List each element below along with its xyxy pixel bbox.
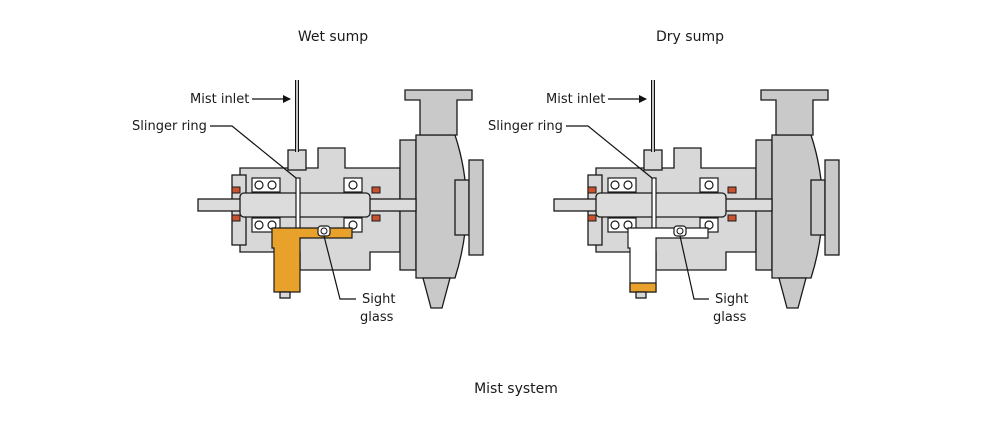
seal <box>231 186 241 194</box>
seal <box>727 214 737 222</box>
shaft-sleeve <box>595 192 727 218</box>
sight-glass-label-line1: Sight <box>715 292 748 307</box>
seal <box>231 214 241 222</box>
suction-flange-face <box>824 159 840 256</box>
pump-assembly <box>553 89 840 309</box>
suction-flange-face <box>468 159 484 256</box>
discharge-nozzle <box>760 89 829 136</box>
suction-flange <box>454 179 470 236</box>
drain-plug <box>279 291 291 299</box>
seal <box>371 214 381 222</box>
sight-glass-circle <box>676 227 684 235</box>
dry-sump-title: Dry sump <box>656 29 724 45</box>
drain-plug <box>635 291 647 299</box>
shaft-sleeve <box>239 192 371 218</box>
pump-assembly <box>197 89 484 309</box>
sight-glass-label-line2: glass <box>713 310 747 325</box>
oil-sump <box>627 225 709 299</box>
mist-inlet-label: Mist inlet <box>190 92 249 107</box>
wet-sump-title: Wet sump <box>298 29 368 45</box>
sight-glass-circle <box>320 227 328 235</box>
dry-sump-panel: Dry sump <box>488 29 840 325</box>
sight-glass-label-line1: Sight <box>362 292 395 307</box>
inlet-fitting <box>287 149 307 171</box>
seal <box>587 186 597 194</box>
figure-caption: Mist system <box>474 381 558 397</box>
discharge-nozzle <box>404 89 473 136</box>
oil-level <box>629 282 657 293</box>
casing-foot <box>778 277 807 309</box>
slinger-ring-label: Slinger ring <box>488 119 563 134</box>
casing-foot <box>422 277 451 309</box>
wet-sump-panel: Wet sump <box>132 29 484 325</box>
sight-glass-label-line2: glass <box>360 310 394 325</box>
mist-inlet-label: Mist inlet <box>546 92 605 107</box>
oil-reservoir <box>271 227 353 293</box>
seal <box>371 186 381 194</box>
seal <box>727 186 737 194</box>
inlet-fitting <box>643 149 663 171</box>
seal <box>587 214 597 222</box>
slinger-ring-label: Slinger ring <box>132 119 207 134</box>
suction-flange <box>810 179 826 236</box>
